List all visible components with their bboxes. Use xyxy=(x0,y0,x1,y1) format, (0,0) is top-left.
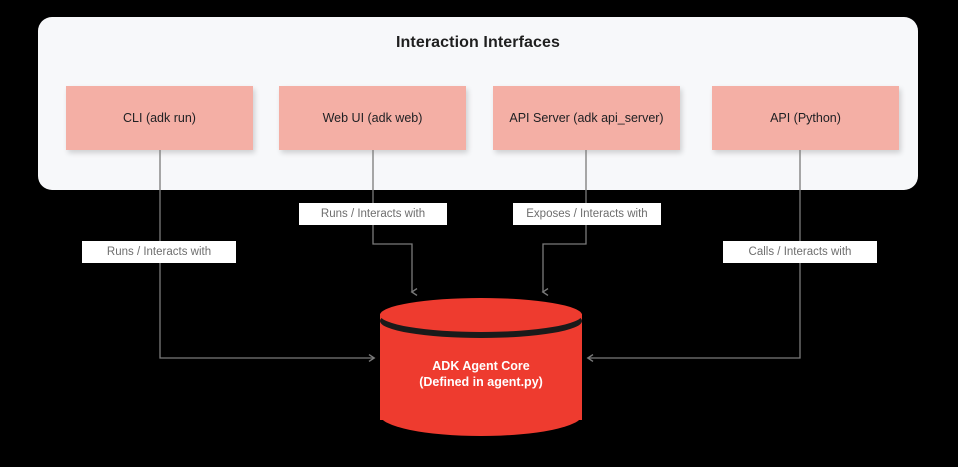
edge-label-cli: Runs / Interacts with xyxy=(82,241,236,263)
core-title: ADK Agent Core xyxy=(432,359,530,373)
node-api-server[interactable]: API Server (adk api_server) xyxy=(493,86,680,150)
core-subtitle: (Defined in agent.py) xyxy=(419,375,543,389)
node-web-ui[interactable]: Web UI (adk web) xyxy=(279,86,466,150)
node-cli[interactable]: CLI (adk run) xyxy=(66,86,253,150)
node-api-server-label: API Server (adk api_server) xyxy=(509,110,664,125)
panel-title: Interaction Interfaces xyxy=(395,34,561,51)
node-api-python[interactable]: API (Python) xyxy=(712,86,899,150)
edge-label-web-ui: Runs / Interacts with xyxy=(299,203,447,225)
node-adk-agent-core-label: ADK Agent Core (Defined in agent.py) xyxy=(380,358,582,390)
node-adk-agent-core[interactable]: ADK Agent Core (Defined in agent.py) xyxy=(380,298,582,436)
node-web-ui-label: Web UI (adk web) xyxy=(322,110,423,125)
edge-label-api-server: Exposes / Interacts with xyxy=(513,203,661,225)
node-api-python-label: API (Python) xyxy=(770,110,841,125)
edge-label-api-python: Calls / Interacts with xyxy=(723,241,877,263)
node-cli-label: CLI (adk run) xyxy=(123,110,196,125)
cylinder-top-cap xyxy=(380,298,582,332)
